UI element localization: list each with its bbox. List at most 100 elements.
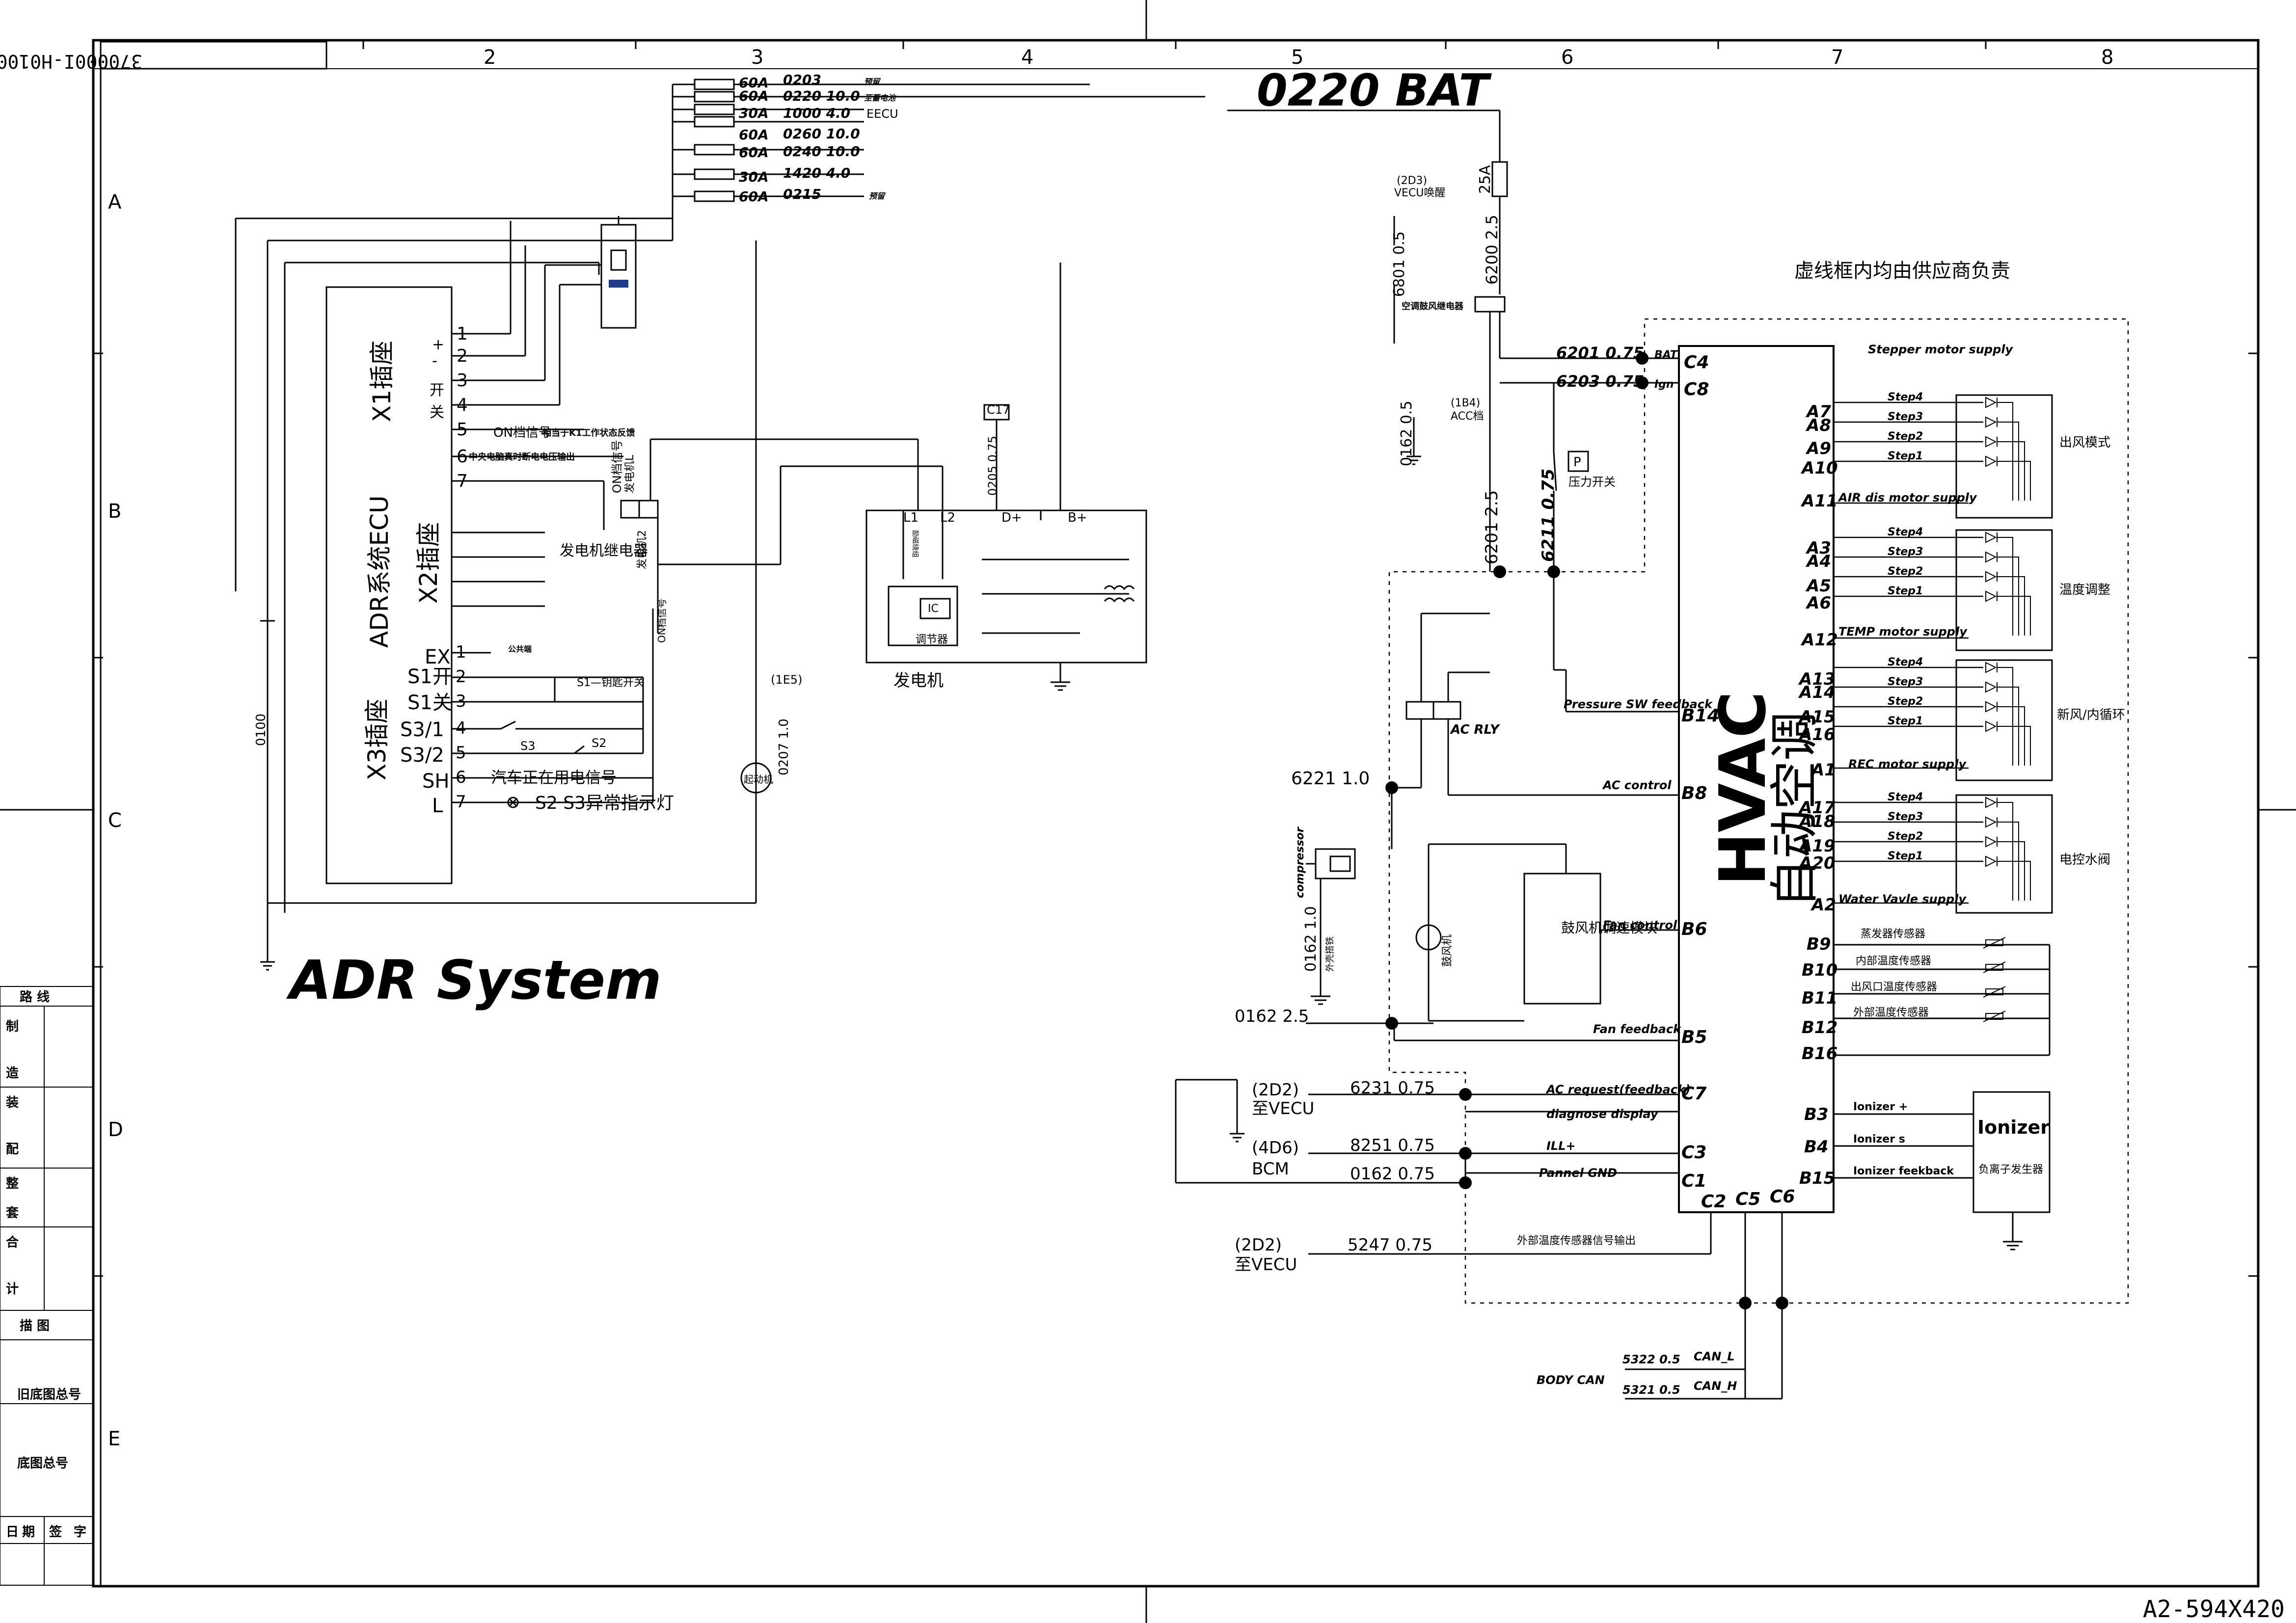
body-can-label: BODY CAN bbox=[1537, 1373, 1605, 1387]
x2-connector: X2插座 bbox=[414, 522, 443, 604]
group-pin: A8 bbox=[1805, 416, 1831, 435]
diode-return bbox=[1997, 687, 2019, 766]
ionizer-pin: B4 bbox=[1804, 1137, 1829, 1157]
x1-pin: 1 bbox=[457, 324, 468, 344]
drawing-label: 描 图 bbox=[20, 1319, 50, 1333]
sensor-name: 出风口温度传感器 bbox=[1851, 981, 1937, 993]
bcm-label: BCM bbox=[1252, 1159, 1289, 1179]
x3-pin: 2 bbox=[456, 667, 466, 687]
ref-c17: C17 bbox=[987, 403, 1010, 417]
group-pin: A7 bbox=[1805, 402, 1831, 422]
alternator-label: 发电机 bbox=[893, 671, 944, 691]
row-label: E bbox=[108, 1428, 120, 1450]
x3-label: S1开 bbox=[407, 665, 452, 688]
x3-pin: 1 bbox=[456, 642, 466, 662]
diode-return bbox=[1997, 667, 2013, 766]
alt-pin: L2 bbox=[940, 510, 955, 525]
x1-sign: + bbox=[432, 336, 444, 353]
drawing-number: 370000I-H0100 bbox=[0, 51, 142, 72]
diode-icon bbox=[1985, 416, 1998, 428]
diode-return bbox=[1997, 861, 2031, 901]
fuse-rating: 60A bbox=[739, 88, 769, 104]
diode-icon bbox=[1985, 436, 1998, 448]
fuse-note: EECU bbox=[866, 107, 898, 121]
fuse-note: 预留 bbox=[869, 191, 886, 201]
wire-0100: 0100 bbox=[254, 714, 269, 746]
diode-return bbox=[1997, 726, 2031, 766]
wire-0162d: 0162 0.75 bbox=[1350, 1164, 1435, 1184]
ac-rly-label: AC RLY bbox=[1450, 722, 1501, 737]
p-switch: P bbox=[1573, 455, 1581, 470]
group-pin: A17 bbox=[1798, 798, 1836, 818]
bat-label: BAT bbox=[1654, 349, 1678, 361]
x1-pin: 3 bbox=[457, 371, 468, 391]
group-name: 电控水阀 bbox=[2059, 852, 2110, 867]
bat-title: 0220 BAT bbox=[1257, 65, 1492, 116]
diode-return bbox=[1997, 706, 2025, 766]
route-heading: 路 线 bbox=[20, 989, 50, 1005]
x3-pin: 5 bbox=[456, 743, 466, 763]
stepper-title: Stepper motor supply bbox=[1868, 343, 2013, 356]
diode-icon bbox=[1985, 662, 1998, 673]
column-label: 2 bbox=[484, 46, 496, 69]
s3-label: S3 bbox=[520, 739, 536, 753]
x1-sign: 关 bbox=[430, 404, 444, 421]
compressor-label: compressor bbox=[1294, 826, 1306, 898]
fuse-rating: 30A bbox=[739, 169, 769, 185]
x3-pin6-label: 汽车正在用电信号 bbox=[491, 768, 617, 787]
sensor-name: 蒸发器传感器 bbox=[1861, 928, 1925, 940]
can-h-label: CAN_H bbox=[1694, 1379, 1737, 1393]
hvac-title: HVAC bbox=[1705, 691, 1780, 886]
x3-connector: X3插座 bbox=[363, 699, 391, 780]
ionizer-pin: B3 bbox=[1804, 1105, 1829, 1124]
fuse-rating: 60A bbox=[739, 188, 769, 205]
diode-return bbox=[1997, 422, 2019, 501]
on-signal-label: ON档信号 bbox=[610, 440, 624, 493]
wire-8251: 8251 0.75 bbox=[1350, 1136, 1435, 1155]
fuse-wire: 0240 10.0 bbox=[783, 143, 860, 160]
group-pin: A9 bbox=[1805, 439, 1831, 458]
row-label: A bbox=[108, 191, 122, 213]
old-base-number: 旧底图总号 bbox=[17, 1387, 81, 1402]
sensor-name: 内部温度传感器 bbox=[1856, 955, 1931, 967]
ext-temp-out-label: 外部温度传感器信号输出 bbox=[1517, 1235, 1636, 1247]
group-supply: TEMP motor supply bbox=[1838, 625, 1968, 639]
group-pin: A13 bbox=[1798, 669, 1836, 689]
ext-ground-label: 外壳搭铁 bbox=[1325, 936, 1335, 972]
bcm-ref: (4D6) bbox=[1252, 1138, 1299, 1158]
wire-5247: 5247 0.75 bbox=[1348, 1235, 1432, 1255]
diode-icon bbox=[1985, 701, 1998, 713]
group-pin: A5 bbox=[1805, 576, 1831, 596]
step-label: Step3 bbox=[1888, 411, 1923, 423]
x3-pin: 6 bbox=[456, 768, 466, 787]
column-label: 4 bbox=[1021, 46, 1033, 69]
block-row: 整 bbox=[6, 1176, 19, 1191]
s1-switch-label: S1—钥匙开关 bbox=[577, 677, 645, 689]
regulator-label: 调节器 bbox=[916, 634, 948, 646]
x1-pin: 2 bbox=[457, 346, 468, 366]
block-row: 套 bbox=[6, 1206, 19, 1221]
step-label: Step2 bbox=[1888, 565, 1923, 578]
alt-pin: L1 bbox=[903, 510, 918, 525]
sensor-pin: B16 bbox=[1802, 1044, 1837, 1064]
wire-0162a: 0162 0.5 bbox=[1398, 400, 1415, 466]
x3-pin: 4 bbox=[456, 718, 466, 738]
group-pin: A6 bbox=[1805, 593, 1831, 613]
row-label: C bbox=[108, 809, 122, 832]
column-label: 6 bbox=[1561, 46, 1573, 69]
fuse-rating: 30A bbox=[739, 105, 769, 121]
pin-c6: C6 bbox=[1770, 1187, 1795, 1207]
pin-c8: C8 bbox=[1684, 379, 1709, 399]
step-label: Step2 bbox=[1888, 695, 1923, 708]
diode-icon bbox=[1985, 720, 1998, 732]
sig-pannel: Pannel GND bbox=[1539, 1166, 1617, 1180]
diode-return bbox=[1997, 537, 2013, 636]
pin-b5: B5 bbox=[1681, 1027, 1707, 1047]
diode-return bbox=[1997, 441, 2025, 501]
diode-return bbox=[1997, 557, 2019, 636]
excite-label: 励磁绕组 bbox=[911, 530, 919, 558]
diode-icon bbox=[1985, 855, 1998, 867]
x1-pin6-label: 中央电脑真时断电电压输出 bbox=[469, 452, 575, 462]
diode-icon bbox=[1985, 571, 1998, 583]
